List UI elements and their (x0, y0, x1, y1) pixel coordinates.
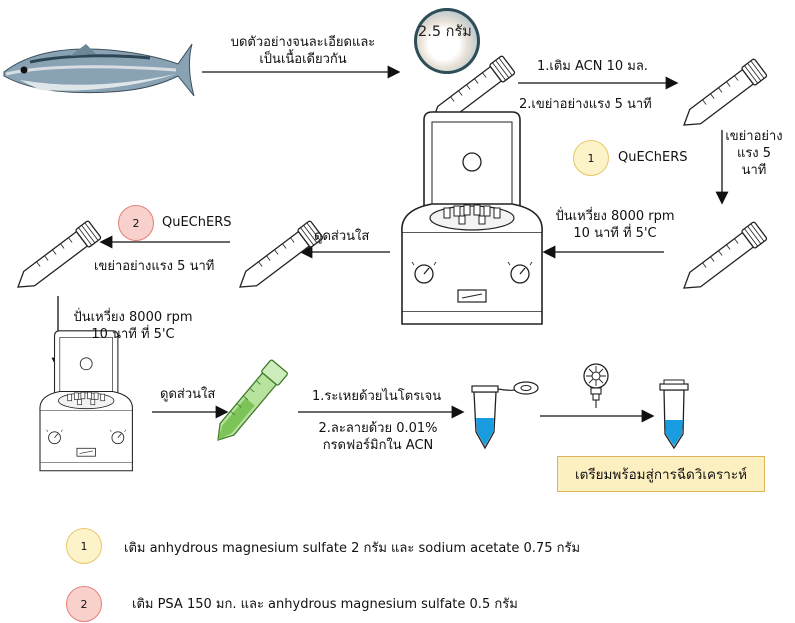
dissolve-line-2: กรดฟอร์มิกใน ACN (322, 438, 434, 453)
legend-badge-2: 2 (66, 586, 102, 622)
centrifuge-label-2: ปั่นเหวี่ยง 8000 rpm 10 นาที ที่ 5'C (58, 309, 208, 343)
tube-icon (232, 219, 324, 297)
shake-label-2: เขย่าอย่าง แรง 5 นาที (724, 128, 784, 179)
filter-icon (583, 363, 609, 408)
centrifuge-label-1: ปั่นเหวี่ยง 8000 rpm 10 นาที ที่ 5'C (540, 208, 690, 242)
shake-label-3: เขย่าอย่างแรง 5 นาที (94, 259, 215, 274)
sample-photo (414, 8, 480, 74)
fish-icon (3, 43, 195, 97)
shake-2-line-1: เขย่าอย่าง (725, 129, 783, 144)
shake-2-line-2: แรง 5 (736, 146, 772, 161)
tube-icon (676, 57, 768, 135)
mince-label: บดตัวอย่างจนละเอียดและ เป็นเนื้อเดียวกัน (208, 34, 398, 68)
legend-text-2: เติม PSA 150 มก. และ anhydrous magnesium… (132, 597, 518, 612)
supernatant-label-1: ดูดส่วนใส (314, 229, 370, 244)
dissolve-label: 2.ละลายด้วย 0.01% กรดฟอร์มิกใน ACN (298, 420, 458, 454)
shake-label-1: 2.เขย่าอย่างแรง 5 นาที (519, 97, 652, 112)
quechers-label-1: QuEChERS (618, 150, 688, 165)
centrifuge-icon (401, 111, 543, 325)
supernatant-label-2: ดูดส่วนใส (160, 387, 216, 402)
legend-badge-1: 1 (66, 528, 102, 564)
quechers-label-2: QuEChERS (162, 215, 232, 230)
badge-1: 1 (573, 140, 609, 176)
centrifuge-2-line-1: ปั่นเหวี่ยง 8000 rpm (73, 310, 193, 325)
add-acn-label: 1.เติม ACN 10 มล. (537, 59, 648, 74)
mince-line-2: เป็นเนื้อเดียวกัน (259, 52, 347, 67)
legend-text-1: เติม anhydrous magnesium sulfate 2 กรัม … (124, 541, 581, 556)
vial-icon (659, 379, 689, 450)
mince-line-1: บดตัวอย่างจนละเอียดและ (230, 35, 376, 50)
tube-icon (10, 219, 102, 297)
green-tube-icon (217, 359, 288, 441)
evaporate-label: 1.ระเหยด้วยไนโตรเจน (312, 389, 442, 404)
microtube-icon (471, 381, 539, 450)
shake-2-line-3: นาที (741, 163, 767, 178)
centrifuge-icon (39, 330, 134, 472)
ready-box: เตรียมพร้อมสู่การฉีดวิเคราะห์ (557, 456, 765, 492)
centrifuge-2-line-2: 10 นาที ที่ 5'C (91, 327, 175, 342)
badge-2: 2 (118, 205, 154, 241)
sample-weight: 2.5 กรัม (418, 24, 472, 40)
dissolve-line-1: 2.ละลายด้วย 0.01% (318, 421, 438, 436)
centrifuge-1-line-1: ปั่นเหวี่ยง 8000 rpm (555, 209, 675, 224)
tube-icon (676, 220, 768, 298)
centrifuge-1-line-2: 10 นาที ที่ 5'C (573, 226, 657, 241)
